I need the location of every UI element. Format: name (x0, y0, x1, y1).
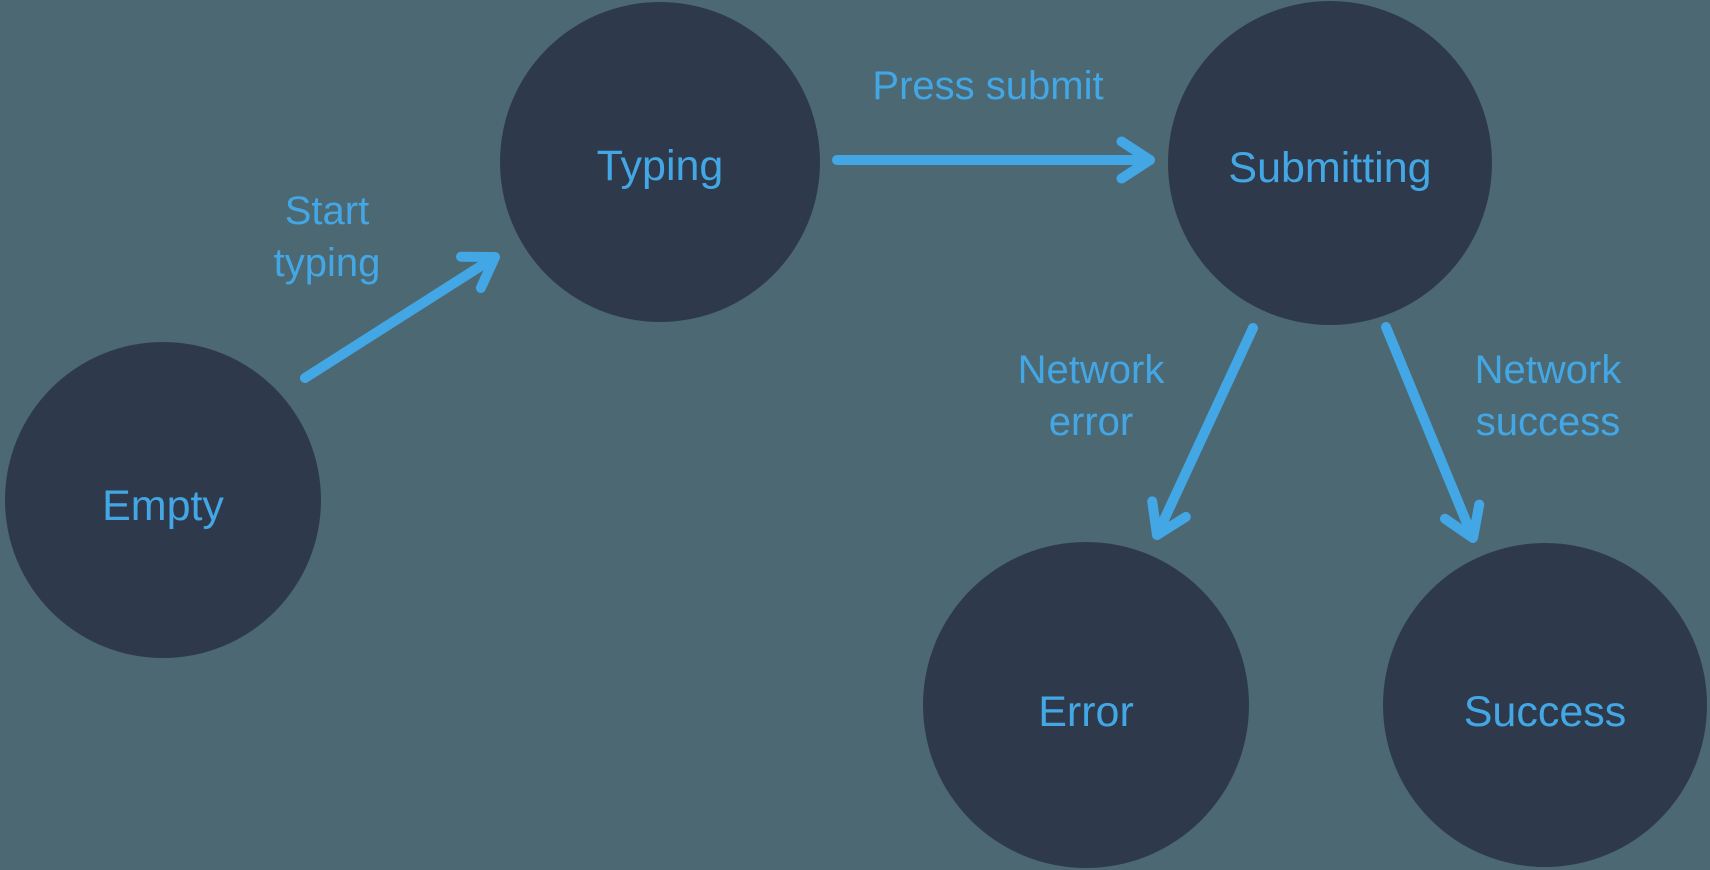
state-node-label-empty: Empty (102, 482, 224, 530)
state-node-success (1383, 543, 1707, 867)
state-node-label-submitting: Submitting (1228, 144, 1431, 192)
transition-label-press-submit: Press submit (872, 64, 1103, 108)
state-node-label-success: Success (1464, 688, 1627, 736)
transition-arrowhead-network-error (1147, 496, 1191, 540)
transition-label-network-success: Network (1475, 348, 1623, 392)
state-node-label-error: Error (1038, 688, 1134, 736)
state-node-empty (5, 342, 321, 658)
transition-label-network-error: Network (1018, 348, 1166, 392)
transition-arrow-network-error (1153, 323, 1258, 538)
transition-arrow-start-typing (300, 253, 498, 383)
transition-arrowhead-press-submit (1116, 136, 1155, 184)
state-node-submitting (1168, 1, 1492, 325)
state-node-label-typing: Typing (597, 142, 724, 190)
transition-label-network-error: error (1049, 400, 1133, 444)
transition-label-start-typing: typing (274, 241, 381, 285)
transition-label-network-success: success (1476, 400, 1621, 444)
transition-label-start-typing: Start (285, 189, 369, 233)
transition-arrowhead-start-typing (456, 251, 500, 293)
transition-arrowhead-network-success (1440, 499, 1485, 543)
state-node-error (923, 542, 1249, 868)
state-node-typing (500, 2, 820, 322)
transition-arrow-network-success (1381, 322, 1477, 541)
